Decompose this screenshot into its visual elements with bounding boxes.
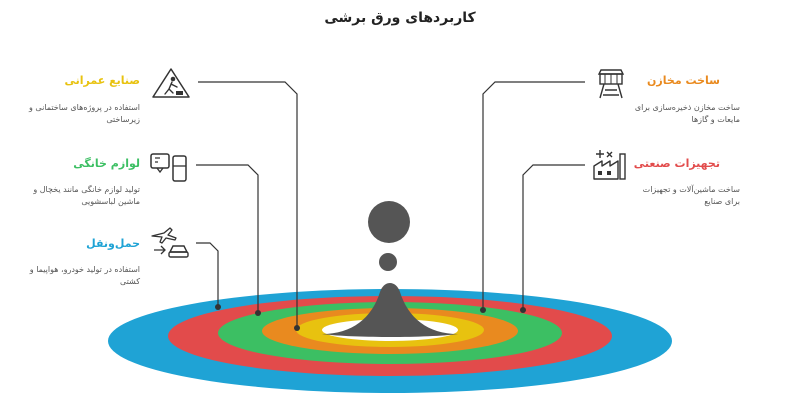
desc-construction: استفاده در پروژه‌های ساختمانی و زیرساختی: [5, 102, 140, 126]
diagram-title: کاربردهای ورق برشی: [324, 10, 476, 26]
desc-transport-line-2: کشتی: [119, 277, 140, 286]
desc-transport-line-1: استفاده در تولید خودرو، هواپیما و: [29, 265, 140, 274]
splash-peak: [322, 283, 458, 337]
connector-dot-transport: [215, 304, 221, 310]
desc-construction-line-1: استفاده در پروژه‌های ساختمانی و: [29, 103, 140, 112]
desc-appliances: تولید لوازم خانگی مانند یخچال و ماشین لب…: [5, 184, 140, 208]
label-construction: صنایع عمرانی: [64, 74, 141, 87]
droplet-large: [368, 201, 410, 243]
factory-icon: [593, 150, 626, 180]
connector-appliances: [196, 164, 259, 313]
home-appliance-icon: [150, 153, 187, 182]
label-industrial: تجهیزات صنعتی: [633, 157, 720, 170]
desc-industrial-line-2: برای صنایع: [704, 197, 740, 206]
desc-tanks: ساخت مخازن ذخیره‌سازی برای مایعات و گازه…: [605, 102, 740, 126]
label-transport: حمل‌ونقل: [86, 237, 140, 250]
connector-construction: [198, 81, 298, 328]
connector-tanks: [482, 81, 585, 310]
label-tanks: ساخت مخازن: [647, 74, 720, 87]
desc-industrial-line-1: ساخت ماشین‌آلات و تجهیزات: [642, 185, 740, 194]
connector-dot-industrial: [520, 307, 526, 313]
construction-worker-icon: [152, 68, 190, 98]
transport-icon: [151, 227, 189, 258]
connector-industrial: [522, 164, 585, 310]
desc-tanks-line-1: ساخت مخازن ذخیره‌سازی برای: [634, 103, 740, 112]
connector-dot-appliances: [255, 310, 261, 316]
water-tower-icon: [597, 69, 625, 99]
label-appliances: لوازم خانگی: [73, 157, 140, 170]
desc-transport: استفاده در تولید خودرو، هواپیما و کشتی: [5, 264, 140, 288]
desc-tanks-line-2: مایعات و گازها: [691, 115, 741, 124]
desc-appliances-line-2: ماشین لباسشویی: [81, 197, 140, 206]
connector-transport: [196, 242, 219, 307]
desc-appliances-line-1: تولید لوازم خانگی مانند یخچال و: [33, 185, 140, 194]
connector-dot-construction: [294, 325, 300, 331]
connector-dot-tanks: [480, 307, 486, 313]
desc-construction-line-2: زیرساختی: [106, 115, 140, 124]
droplet-small: [379, 253, 397, 271]
desc-industrial: ساخت ماشین‌آلات و تجهیزات برای صنایع: [605, 184, 740, 208]
